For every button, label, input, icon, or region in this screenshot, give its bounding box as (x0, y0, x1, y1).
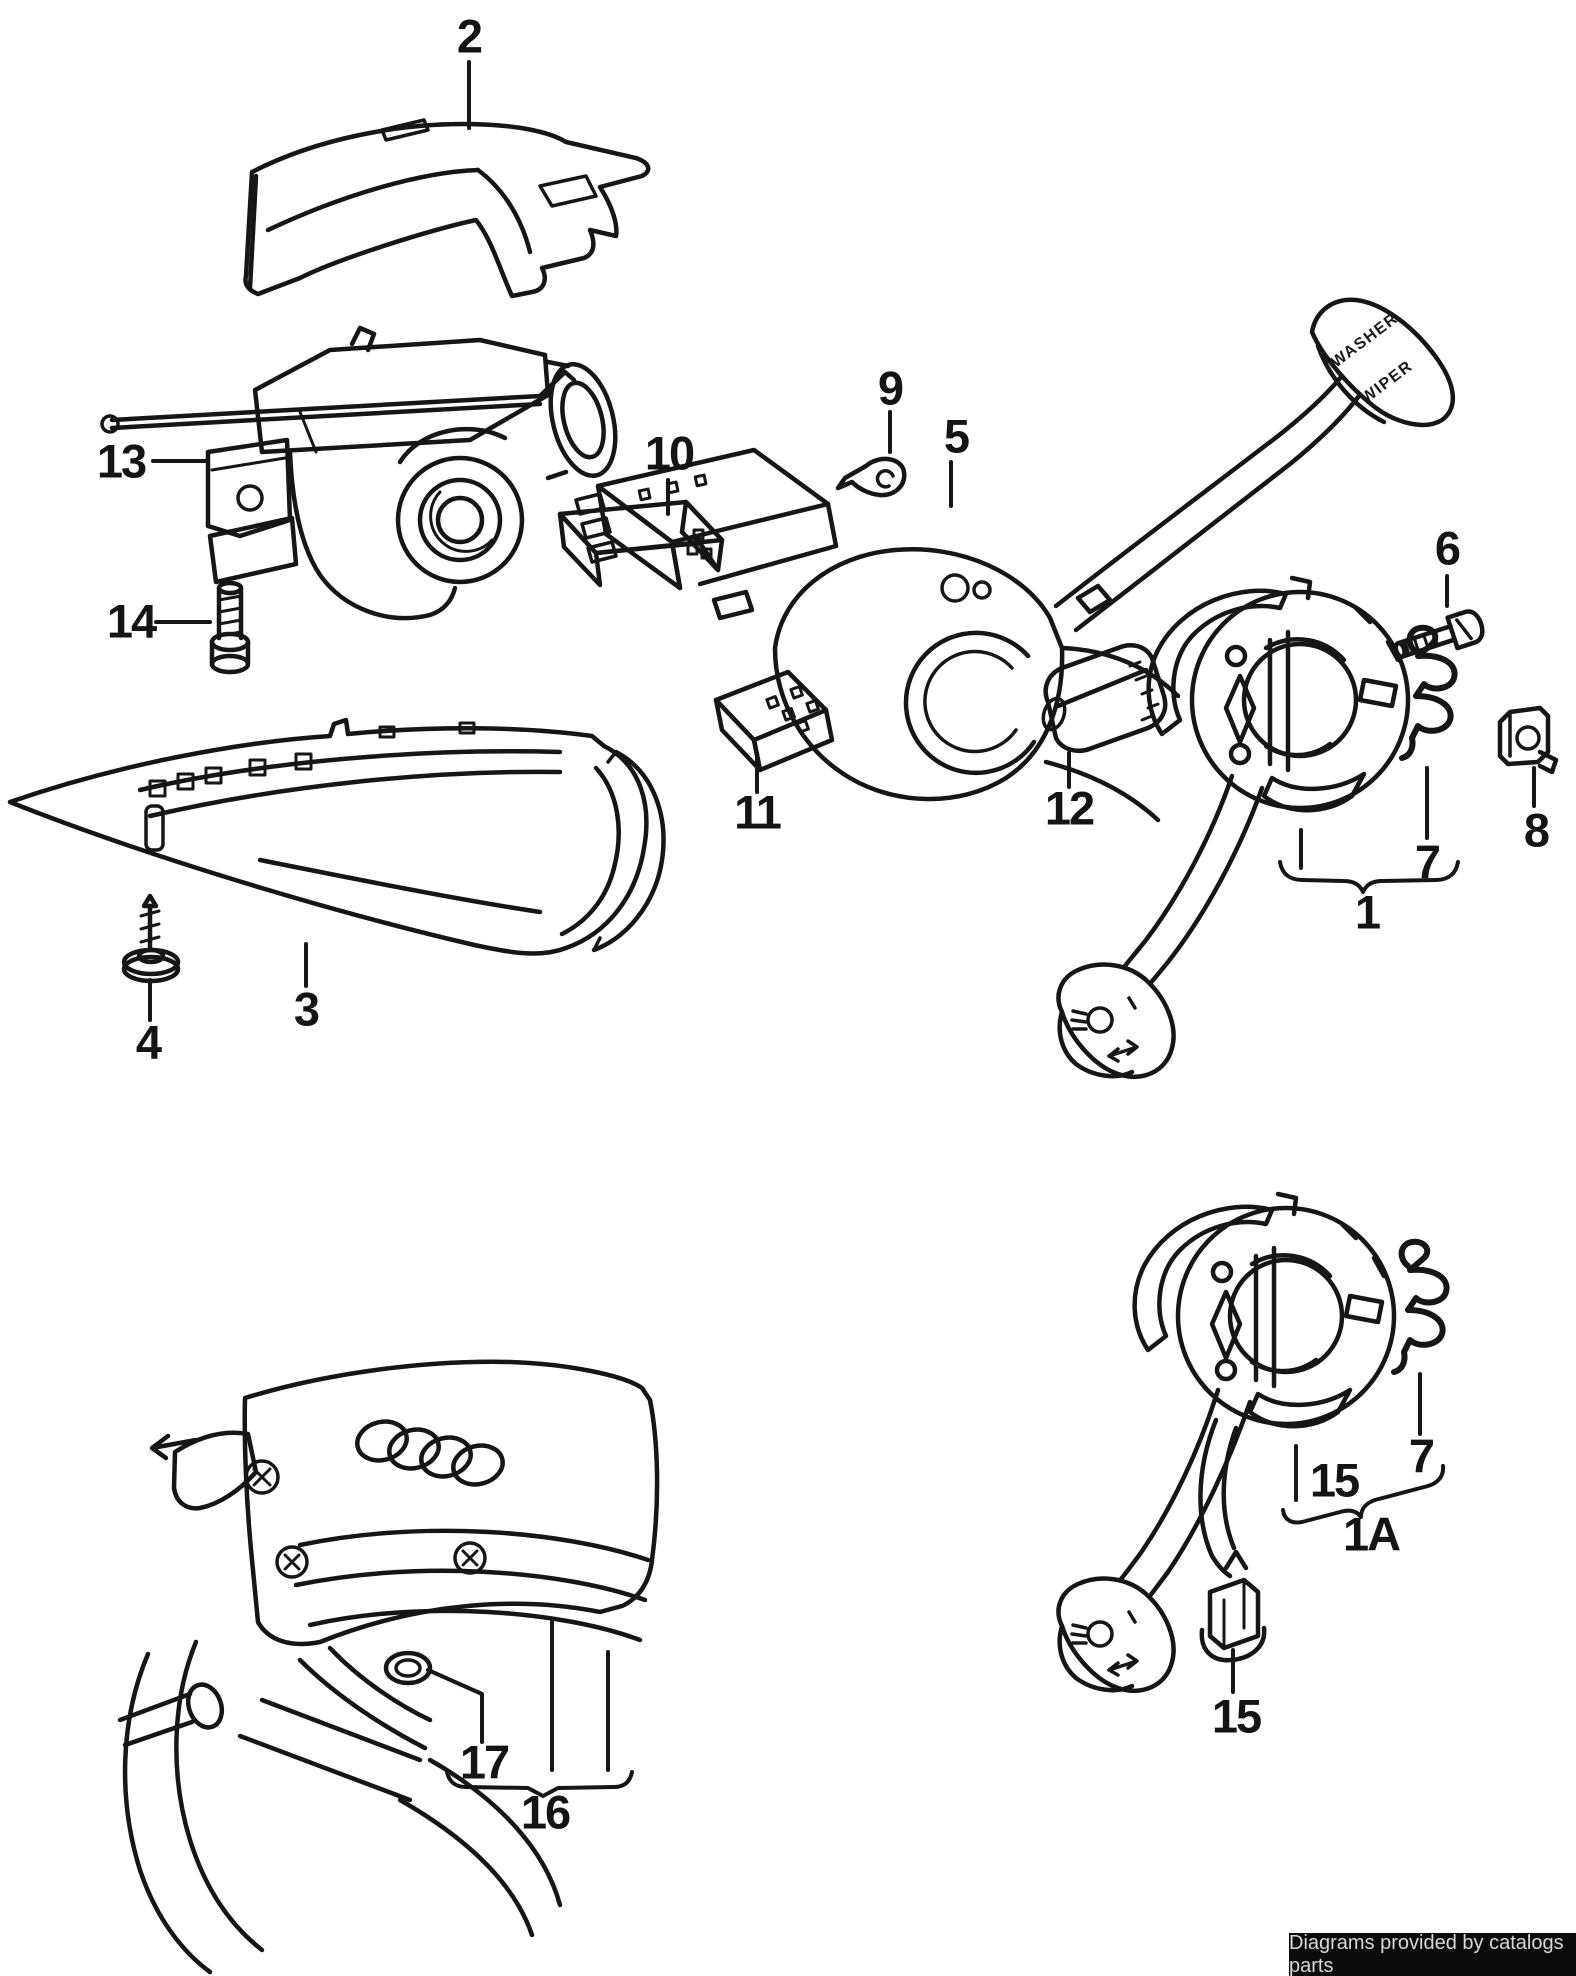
part-14-bolt-drawing (209, 580, 251, 675)
part-1-turn-signal-switch-drawing (1059, 578, 1408, 1077)
part-label-3: 3 (293, 982, 320, 1036)
watermark-text: Diagrams provided by catalogs parts (1289, 1931, 1564, 1976)
part-3-lower-column-cover-drawing (7, 717, 666, 956)
part-9-clip-drawing (835, 456, 907, 498)
part-5-wiper-switch-drawing (574, 297, 1456, 823)
part-label-13: 13 (96, 434, 147, 488)
part-label-7: 7 (1414, 835, 1441, 889)
part-label-8: 8 (1523, 803, 1550, 857)
part-label-6: 6 (1434, 521, 1461, 575)
watermark-bar: Diagrams provided by catalogs parts (1289, 1931, 1576, 1976)
part-label-7-lower: 7 (1408, 1429, 1435, 1483)
part-label-1: 1 (1354, 885, 1381, 939)
part-15-harness-drawing (1198, 1417, 1267, 1663)
part-label-5: 5 (943, 409, 970, 463)
part-16-steering-wheel-drawing (117, 1359, 660, 1975)
leader-lines (148, 60, 1536, 1798)
part-label-14: 14 (106, 594, 157, 648)
part-label-15-lower: 15 (1211, 1689, 1262, 1743)
part-13-lock-housing-drawing (100, 325, 618, 621)
part-17-contact-grommet-drawing (383, 1650, 433, 1686)
part-label-4: 4 (135, 1015, 162, 1069)
part-2-upper-column-cover-drawing (243, 118, 651, 299)
part-label-1a: 1A (1342, 1507, 1401, 1561)
part-8-clip-drawing (1497, 705, 1559, 775)
part-label-16: 16 (520, 1785, 571, 1839)
part-label-10: 10 (644, 426, 695, 480)
part-label-17: 17 (459, 1735, 510, 1789)
part-label-2: 2 (456, 9, 483, 63)
part-label-9: 9 (877, 361, 904, 415)
part-1a-turn-signal-switch-drawing (1059, 1194, 1447, 1691)
part-label-12: 12 (1044, 781, 1095, 835)
part-label-11: 11 (734, 785, 782, 839)
part-label-15-upper: 15 (1309, 1453, 1360, 1507)
part-4-screw-drawing (121, 893, 181, 984)
part-12-connector-drawing (1041, 643, 1168, 753)
